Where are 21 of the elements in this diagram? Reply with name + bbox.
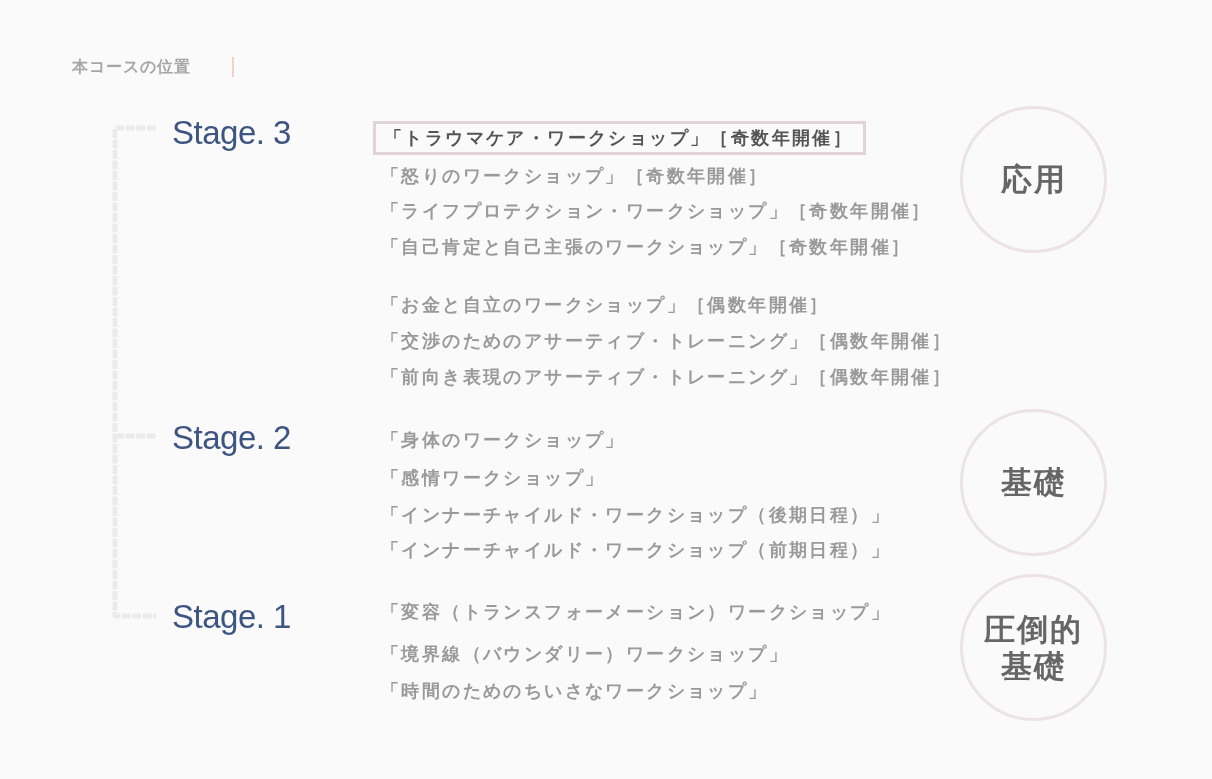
section-title: 本コースの位置 xyxy=(72,57,191,77)
list-item: 「インナーチャイルド・ワークショップ（後期日程）」 xyxy=(381,503,891,527)
list-item: 「自己肯定と自己主張のワークショップ」［奇数年開催］ xyxy=(381,235,912,259)
list-item: 「前向き表現のアサーティブ・トレーニング」［偶数年開催］ xyxy=(381,365,953,389)
circle-badge: 応用 xyxy=(960,106,1107,253)
highlight-box: 「トラウマケア・ワークショップ」［奇数年開催］ xyxy=(373,121,867,155)
list-item: 「時間のためのちいさなワークショップ」 xyxy=(381,679,769,703)
list-item: 「お金と自立のワークショップ」［偶数年開催］ xyxy=(381,293,830,317)
list-item: 「感情ワークショップ」 xyxy=(381,466,606,490)
circle-badge: 基礎 xyxy=(960,409,1107,556)
circle-badge: 圧倒的基礎 xyxy=(960,574,1107,721)
list-item: 「変容（トランスフォーメーション）ワークショップ」 xyxy=(381,600,891,624)
stage-label: Stage. 1 xyxy=(172,598,291,636)
stage-label: Stage. 2 xyxy=(172,419,291,457)
list-item: 「身体のワークショップ」 xyxy=(381,428,626,452)
list-item: 「ライフプロテクション・ワークショップ」［奇数年開催］ xyxy=(381,199,932,223)
list-item: 「インナーチャイルド・ワークショップ（前期日程）」 xyxy=(381,538,891,562)
list-item: 「怒りのワークショップ」［奇数年開催］ xyxy=(381,164,769,188)
list-item: 「交渉のためのアサーティブ・トレーニング」［偶数年開催］ xyxy=(381,329,953,353)
stage-label: Stage. 3 xyxy=(172,114,291,152)
list-item: 「境界線（バウンダリー）ワークショップ」 xyxy=(381,642,789,666)
